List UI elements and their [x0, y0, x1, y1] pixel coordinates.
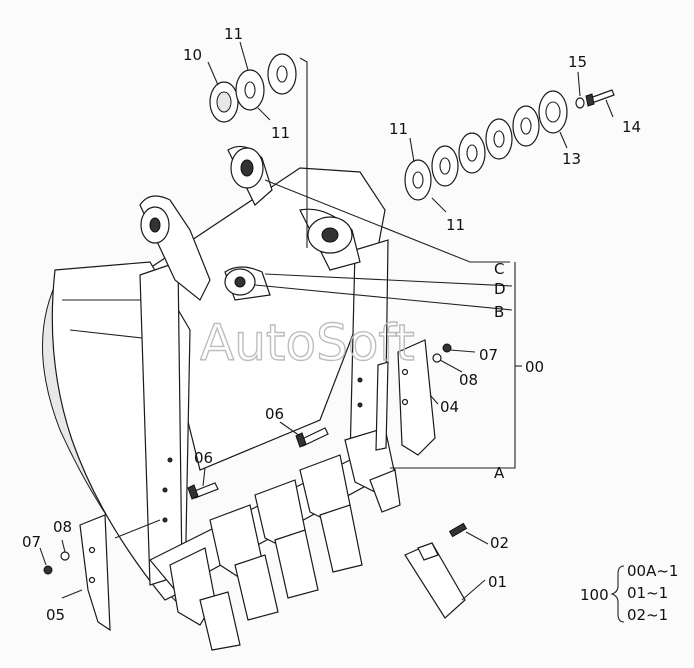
callout-07: 07	[22, 533, 41, 551]
callout-11: 11	[271, 124, 290, 142]
kit-brace	[610, 565, 625, 623]
callout-07: 07	[479, 346, 498, 364]
callout-10: 10	[183, 46, 202, 64]
callout-01: 01	[488, 573, 507, 591]
nut-washer-right	[432, 343, 452, 363]
nut-washer-left	[43, 551, 70, 575]
tooth-row	[169, 427, 401, 651]
callout-14: 14	[622, 118, 641, 136]
shim-set-top	[209, 53, 297, 123]
callout-13: 13	[562, 150, 581, 168]
callout-11: 11	[224, 25, 243, 43]
callout-04: 04	[440, 398, 459, 416]
callout-08: 08	[459, 371, 478, 389]
callout-06: 06	[265, 405, 284, 423]
callout-15: 15	[568, 53, 587, 71]
callout-02: 02	[490, 534, 509, 552]
callout-A: A	[494, 464, 505, 482]
callout-B: B	[494, 303, 504, 321]
callout-11: 11	[446, 216, 465, 234]
kit-item: 01~1	[627, 584, 668, 602]
callout-00: 00	[525, 358, 544, 376]
shim-set-right	[404, 89, 615, 201]
tooth-loose	[404, 522, 468, 619]
callout-C: C	[494, 260, 504, 278]
callout-06: 06	[194, 449, 213, 467]
side-cutter-right	[375, 339, 436, 456]
callout-05: 05	[46, 606, 65, 624]
watermark: AutoSoft	[200, 314, 415, 372]
leader-lines	[39, 41, 614, 601]
kit-number: 100	[580, 586, 609, 604]
callout-08: 08	[53, 518, 72, 536]
callout-D: D	[494, 280, 506, 298]
kit-item: 00A~1	[627, 562, 678, 580]
side-cutter-left	[79, 514, 111, 632]
kit-item: 02~1	[627, 606, 668, 624]
bolts-06	[187, 427, 329, 500]
callout-11: 11	[389, 120, 408, 138]
